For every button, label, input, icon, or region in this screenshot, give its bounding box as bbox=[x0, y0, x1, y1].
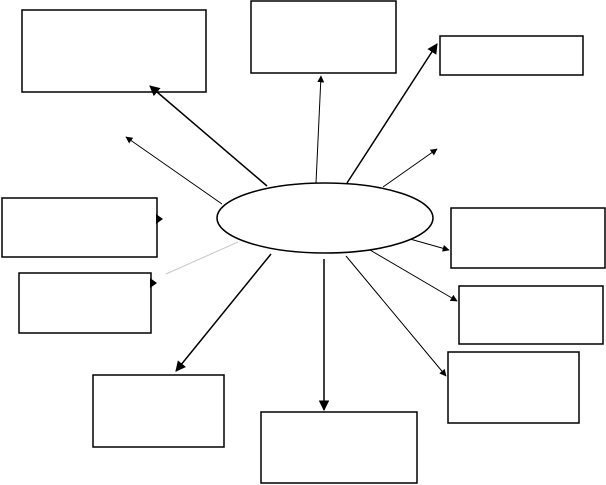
arrow-upper-right-free bbox=[382, 148, 438, 188]
arrow-to-right-middle bbox=[369, 249, 458, 302]
arrow-to-top-left bbox=[149, 85, 268, 187]
box-middle-left bbox=[1, 197, 158, 258]
box-bottom-center bbox=[260, 411, 418, 484]
arrow-to-right-upper bbox=[409, 238, 450, 252]
arrow-upper-left-free bbox=[125, 136, 223, 205]
arrow-to-top-center bbox=[315, 75, 325, 184]
arrow-to-top-right bbox=[346, 43, 438, 184]
arrow-to-bottom-left bbox=[175, 253, 272, 372]
center-hub-ellipse bbox=[216, 182, 434, 254]
box-top-center bbox=[250, 0, 397, 74]
arrowhead-lower-left bbox=[150, 278, 157, 288]
box-right-lower bbox=[447, 351, 580, 424]
connector-to-lower-left-faint bbox=[165, 241, 239, 275]
box-lower-left bbox=[18, 272, 152, 334]
box-right-upper bbox=[450, 207, 606, 269]
arrow-to-right-lower bbox=[345, 255, 447, 377]
box-top-right bbox=[439, 35, 584, 76]
arrowhead-middle-left bbox=[156, 214, 163, 224]
box-right-middle bbox=[458, 285, 604, 345]
box-top-left bbox=[21, 9, 207, 93]
box-bottom-left bbox=[92, 374, 225, 448]
